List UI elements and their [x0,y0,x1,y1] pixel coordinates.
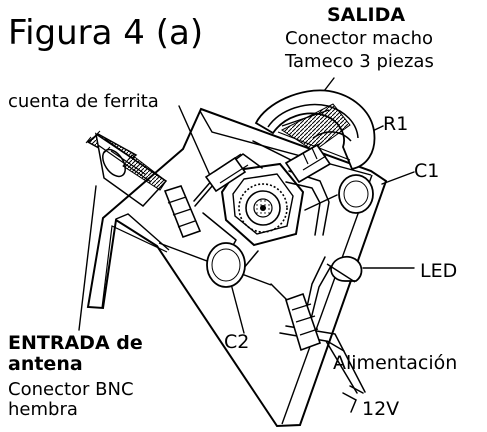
ferrite-label: cuenta de ferrita [8,91,159,112]
bnc-connector-label: Conector BNC hembra [8,380,134,420]
capacitor-c1 [338,174,374,214]
led-label: LED [420,260,458,282]
power-label: Alimentación [333,352,458,374]
output-connector-label: Conector macho [285,28,434,49]
resistor-r1 [284,142,332,184]
input-element [163,185,202,239]
output-title: SALIDA [327,4,406,26]
bnc-connector-label-line-2: hembra [8,398,78,420]
center-hex-connector [220,162,305,247]
voltage-label: 12V [362,398,400,420]
bnc-input-connector [85,130,168,207]
antenna-input-title-line-1: ENTRADA de [8,332,143,354]
c1-label: C1 [414,160,440,182]
inductor-element [285,292,322,352]
output-connector [254,89,376,171]
output-connector-subtitle: Tameco 3 piezas [285,51,434,72]
r1-label: R1 [383,113,409,135]
figure-title: Figura 4 (a) [8,13,204,53]
capacitor-c2 [206,242,246,288]
antenna-input-title-line-2: antena [8,352,83,375]
c2-label: C2 [224,331,250,353]
led-component [326,256,363,283]
antenna-input-title: ENTRADA de antena [8,333,143,374]
bnc-connector-label-line-1: Conector BNC [8,379,134,400]
label-leader-lines [78,77,415,352]
ferrite-bead [204,153,249,193]
power-lead [342,385,364,413]
